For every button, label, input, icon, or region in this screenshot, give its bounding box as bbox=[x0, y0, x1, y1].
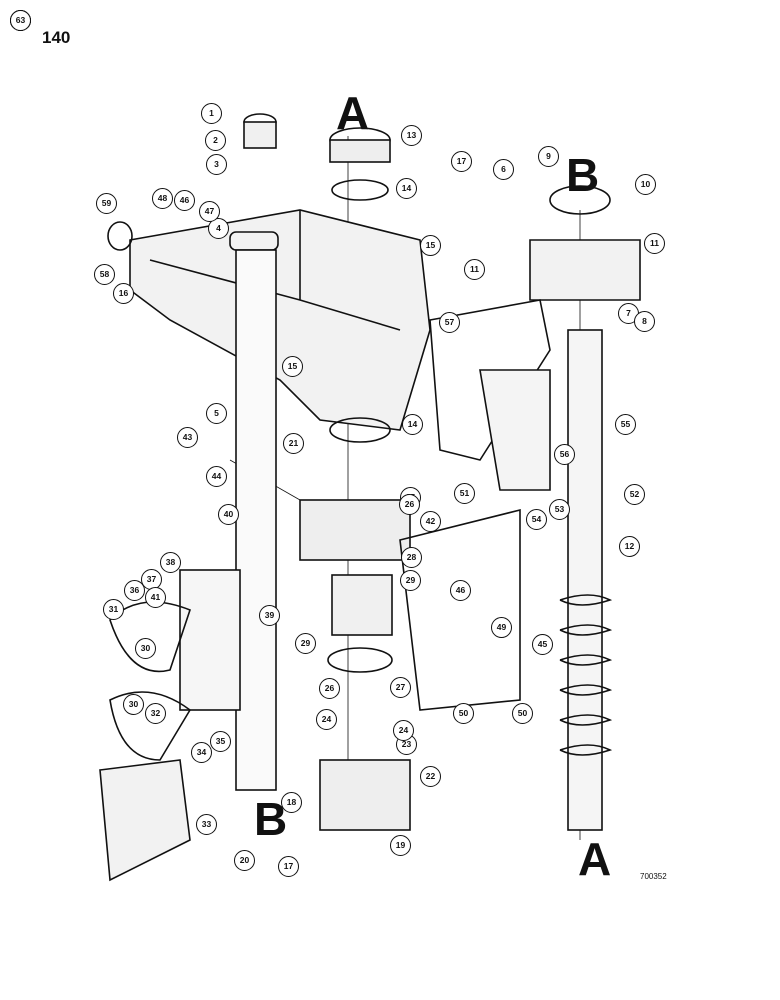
part-callout: 48 bbox=[152, 188, 173, 209]
part-callout: 46 bbox=[450, 580, 471, 601]
part-callout: 16 bbox=[113, 283, 134, 304]
part-callout: 28 bbox=[401, 547, 422, 568]
part-callout: 34 bbox=[191, 742, 212, 763]
part-callout: 24 bbox=[316, 709, 337, 730]
part-callout: 30 bbox=[135, 638, 156, 659]
section-marker-b-right: B bbox=[566, 149, 600, 201]
part-callout: 32 bbox=[145, 703, 166, 724]
part-callout: 57 bbox=[439, 312, 460, 333]
part-callout: 52 bbox=[624, 484, 645, 505]
part-callout: 59 bbox=[96, 193, 117, 214]
part-callout: 4 bbox=[208, 218, 229, 239]
part-callout: 38 bbox=[160, 552, 181, 573]
part-callout: 19 bbox=[390, 835, 411, 856]
part-callout: 17 bbox=[451, 151, 472, 172]
part-callout: 3 bbox=[206, 154, 227, 175]
part-callout: 8 bbox=[634, 311, 655, 332]
part-callout: 40 bbox=[218, 504, 239, 525]
part-callout: 45 bbox=[532, 634, 553, 655]
part-callout: 56 bbox=[554, 444, 575, 465]
part-callout: 15 bbox=[282, 356, 303, 377]
part-callout: 51 bbox=[454, 483, 475, 504]
section-marker-a-top: A bbox=[336, 87, 370, 139]
part-callout: 29 bbox=[295, 633, 316, 654]
part-callout: 17 bbox=[278, 856, 299, 877]
part-callout: 30 bbox=[123, 694, 144, 715]
part-callout: 53 bbox=[549, 499, 570, 520]
part-callout: 20 bbox=[234, 850, 255, 871]
part-callout: 44 bbox=[206, 466, 227, 487]
part-callout: 14 bbox=[402, 414, 423, 435]
part-callout: 49 bbox=[491, 617, 512, 638]
part-callout: 9 bbox=[538, 146, 559, 167]
part-callout: 50 bbox=[512, 703, 533, 724]
part-callout: 11 bbox=[464, 259, 485, 280]
part-callout: 24 bbox=[393, 720, 414, 741]
part-callout: 14 bbox=[396, 178, 417, 199]
part-callout: 54 bbox=[526, 509, 547, 530]
part-callout: 37 bbox=[141, 569, 162, 590]
part-callout: 55 bbox=[615, 414, 636, 435]
part-callout: 36 bbox=[124, 580, 145, 601]
part-callout: 11 bbox=[644, 233, 665, 254]
part-callout: 5 bbox=[206, 403, 227, 424]
part-callout: 27 bbox=[390, 677, 411, 698]
part-callout: 26 bbox=[399, 494, 420, 515]
part-callout: 58 bbox=[94, 264, 115, 285]
part-callout: 33 bbox=[196, 814, 217, 835]
part-callout: 29 bbox=[400, 570, 421, 591]
part-callout: 39 bbox=[259, 605, 280, 626]
part-callout: 18 bbox=[281, 792, 302, 813]
part-callout: 46 bbox=[174, 190, 195, 211]
part-callout: 12 bbox=[619, 536, 640, 557]
part-callout: 21 bbox=[283, 433, 304, 454]
part-callout: 10 bbox=[635, 174, 656, 195]
part-callout: 1 bbox=[201, 103, 222, 124]
part-callout: 35 bbox=[210, 731, 231, 752]
section-marker-a-bottom: A bbox=[578, 833, 612, 885]
part-callout: 13 bbox=[401, 125, 422, 146]
part-callout: 63 bbox=[10, 10, 31, 31]
part-callout: 43 bbox=[177, 427, 198, 448]
part-callout: 42 bbox=[420, 511, 441, 532]
part-callout: 50 bbox=[453, 703, 474, 724]
page-number: 140 bbox=[42, 28, 71, 47]
drawing-code: 700352 bbox=[640, 872, 667, 881]
part-callout: 22 bbox=[420, 766, 441, 787]
part-callout: 31 bbox=[103, 599, 124, 620]
part-callout: 2 bbox=[205, 130, 226, 151]
part-callout: 47 bbox=[199, 201, 220, 222]
part-callout: 41 bbox=[145, 587, 166, 608]
part-callout: 6 bbox=[493, 159, 514, 180]
part-callout: 26 bbox=[319, 678, 340, 699]
part-callout: 15 bbox=[420, 235, 441, 256]
